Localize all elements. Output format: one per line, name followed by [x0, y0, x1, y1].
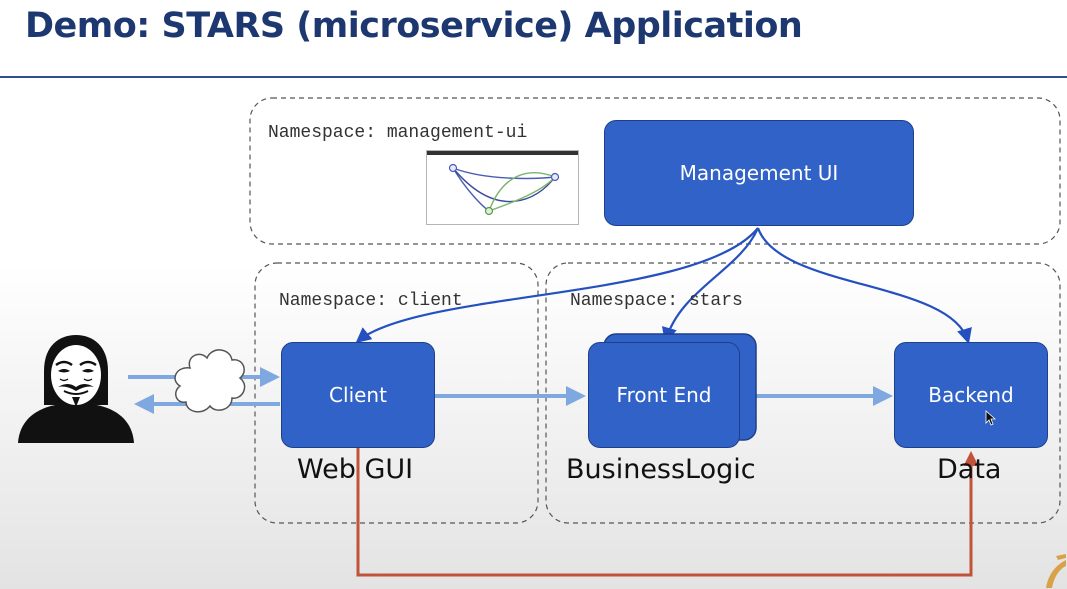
- thumbnail-toolbar: [427, 151, 578, 155]
- anonymous-hacker-icon: [18, 335, 134, 443]
- cloud-icon: [174, 349, 246, 413]
- arrow-management-to-client: [355, 227, 759, 343]
- client-node: Client: [281, 342, 435, 448]
- backend-node: Backend: [894, 342, 1048, 448]
- arrow-management-to-backend: [756, 227, 972, 344]
- thumbnail-graph: [448, 163, 560, 216]
- tier-label-business-logic: BusinessLogic: [566, 454, 756, 485]
- logo-mark-icon: [1046, 554, 1066, 588]
- slide-title: Demo: STARS (microservice) Application: [25, 6, 803, 46]
- graph-thumbnail-icon: [426, 150, 579, 225]
- tier-label-web-gui: Web GUI: [297, 454, 414, 485]
- namespace-management-ui-boundary: [249, 97, 1061, 245]
- tier-label-data: Data: [937, 454, 1002, 485]
- mouse-cursor-icon: [985, 410, 997, 426]
- management-ui-node: Management UI: [604, 120, 914, 226]
- arrow-client-to-backend-direct: [356, 438, 979, 577]
- front-end-node: Front End: [588, 342, 740, 448]
- title-divider: [0, 76, 1067, 78]
- namespace-client-label: Namespace: client: [279, 291, 463, 311]
- namespace-stars-boundary: [545, 262, 1061, 524]
- namespace-stars-label: Namespace: stars: [570, 291, 743, 311]
- namespace-client-boundary: [254, 262, 539, 524]
- arrow-management-to-frontend: [661, 227, 760, 343]
- namespace-management-ui-label: Namespace: management-ui: [268, 123, 528, 143]
